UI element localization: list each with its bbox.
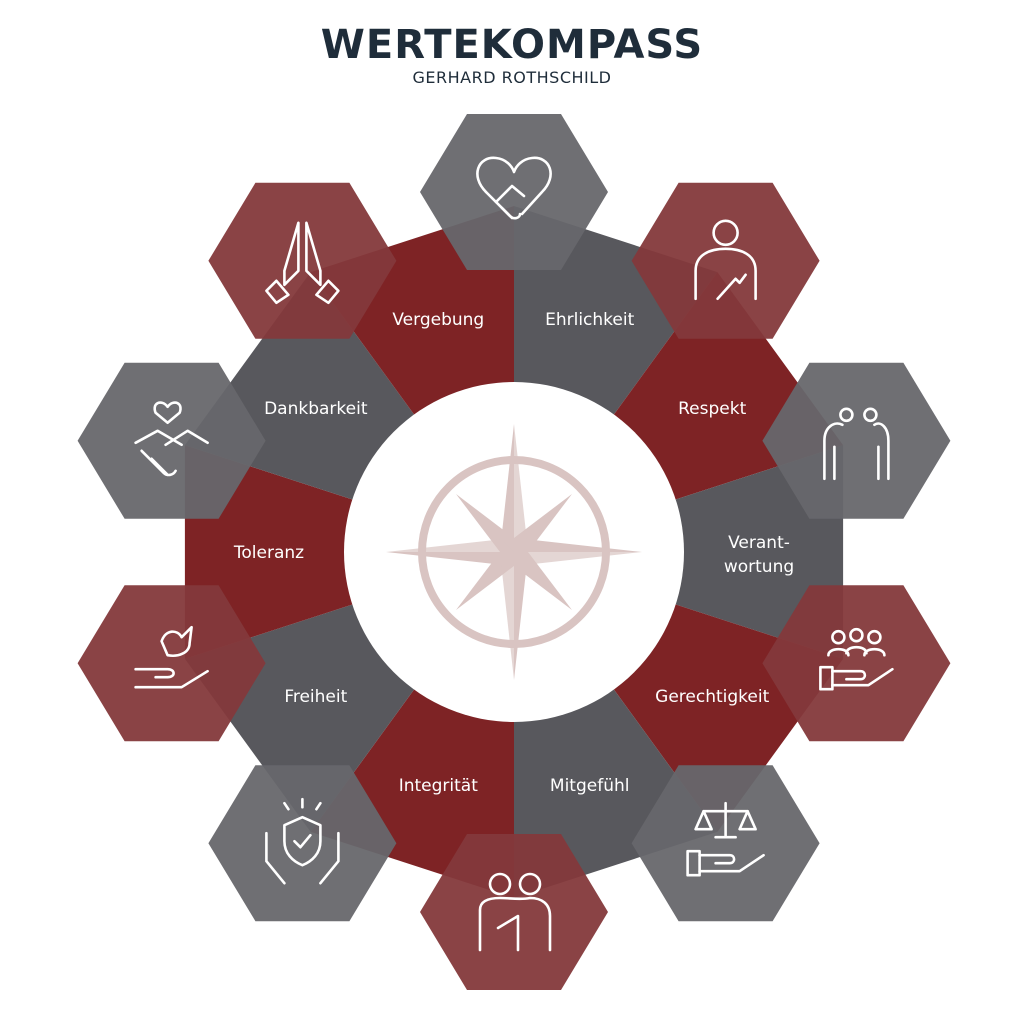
heart-handshake-icon	[476, 156, 552, 220]
compass-main-point	[386, 552, 514, 565]
segment-label: Ehrlichkeit	[545, 310, 634, 330]
compass-diagonal-point	[456, 494, 514, 552]
segment-label: Mitgefühl	[550, 776, 630, 796]
hex-icon-tile	[208, 182, 397, 339]
hex-icon-tile	[631, 182, 820, 339]
hex-icon-tile	[762, 585, 951, 742]
compass-main-point-shade	[386, 539, 514, 552]
hexagon	[762, 585, 951, 742]
hex-icon-tile	[420, 114, 608, 270]
hex-icon-tile	[77, 585, 266, 742]
compass-main-point-shade	[501, 552, 514, 680]
segment-label: Integrität	[399, 776, 478, 796]
segment-label: Verant-wortung	[724, 533, 794, 577]
hexagon	[77, 585, 266, 742]
page-title: WERTEKOMPASS	[320, 22, 704, 68]
segment-label: Toleranz	[233, 543, 304, 563]
honest-person-icon	[694, 219, 757, 301]
praying-hands-icon	[265, 221, 340, 305]
hexagon	[631, 765, 820, 922]
page-subtitle: GERHARD ROTHSCHILD	[412, 68, 612, 87]
compass-diagonal-point	[456, 552, 514, 610]
hex-icon-tile	[631, 765, 820, 922]
heart-handshake-small-icon	[134, 401, 209, 477]
segment-label: Freiheit	[284, 687, 347, 707]
compass-main-point-shade	[514, 552, 642, 565]
compass-main-point	[514, 552, 527, 680]
segment-labels: EhrlichkeitRespektVerant-wortungGerechti…	[233, 310, 794, 796]
bowing-people-icon	[823, 407, 890, 481]
hexagon	[208, 182, 397, 339]
scales-in-hand-icon	[686, 801, 765, 877]
compass-rose-icon	[386, 424, 642, 680]
hex-icon-tile	[420, 834, 608, 990]
hex-icon-tile	[208, 765, 397, 922]
hexagon	[420, 834, 608, 990]
segment-label: Gerechtigkeit	[655, 687, 769, 707]
shield-hands-icon	[265, 797, 340, 885]
hexagon	[762, 362, 951, 519]
dove-hand-icon	[134, 625, 209, 689]
compass-main-point-shade	[514, 424, 527, 552]
segment-label: Dankbarkeit	[264, 399, 368, 419]
segment-label: Respekt	[678, 399, 746, 419]
embracing-people-icon	[478, 872, 552, 952]
hex-icon-tile	[77, 362, 266, 519]
hexagon	[631, 182, 820, 339]
icon-hexagons	[77, 114, 951, 990]
compass-main-point	[514, 539, 642, 552]
compass-diagonal-point	[514, 552, 572, 610]
compass-main-point	[501, 424, 514, 552]
people-in-hand-icon	[819, 627, 894, 691]
hexagon	[420, 114, 608, 270]
hex-icon-tile	[762, 362, 951, 519]
compass-diagonal-point	[514, 494, 572, 552]
segment-label: Vergebung	[392, 310, 484, 330]
